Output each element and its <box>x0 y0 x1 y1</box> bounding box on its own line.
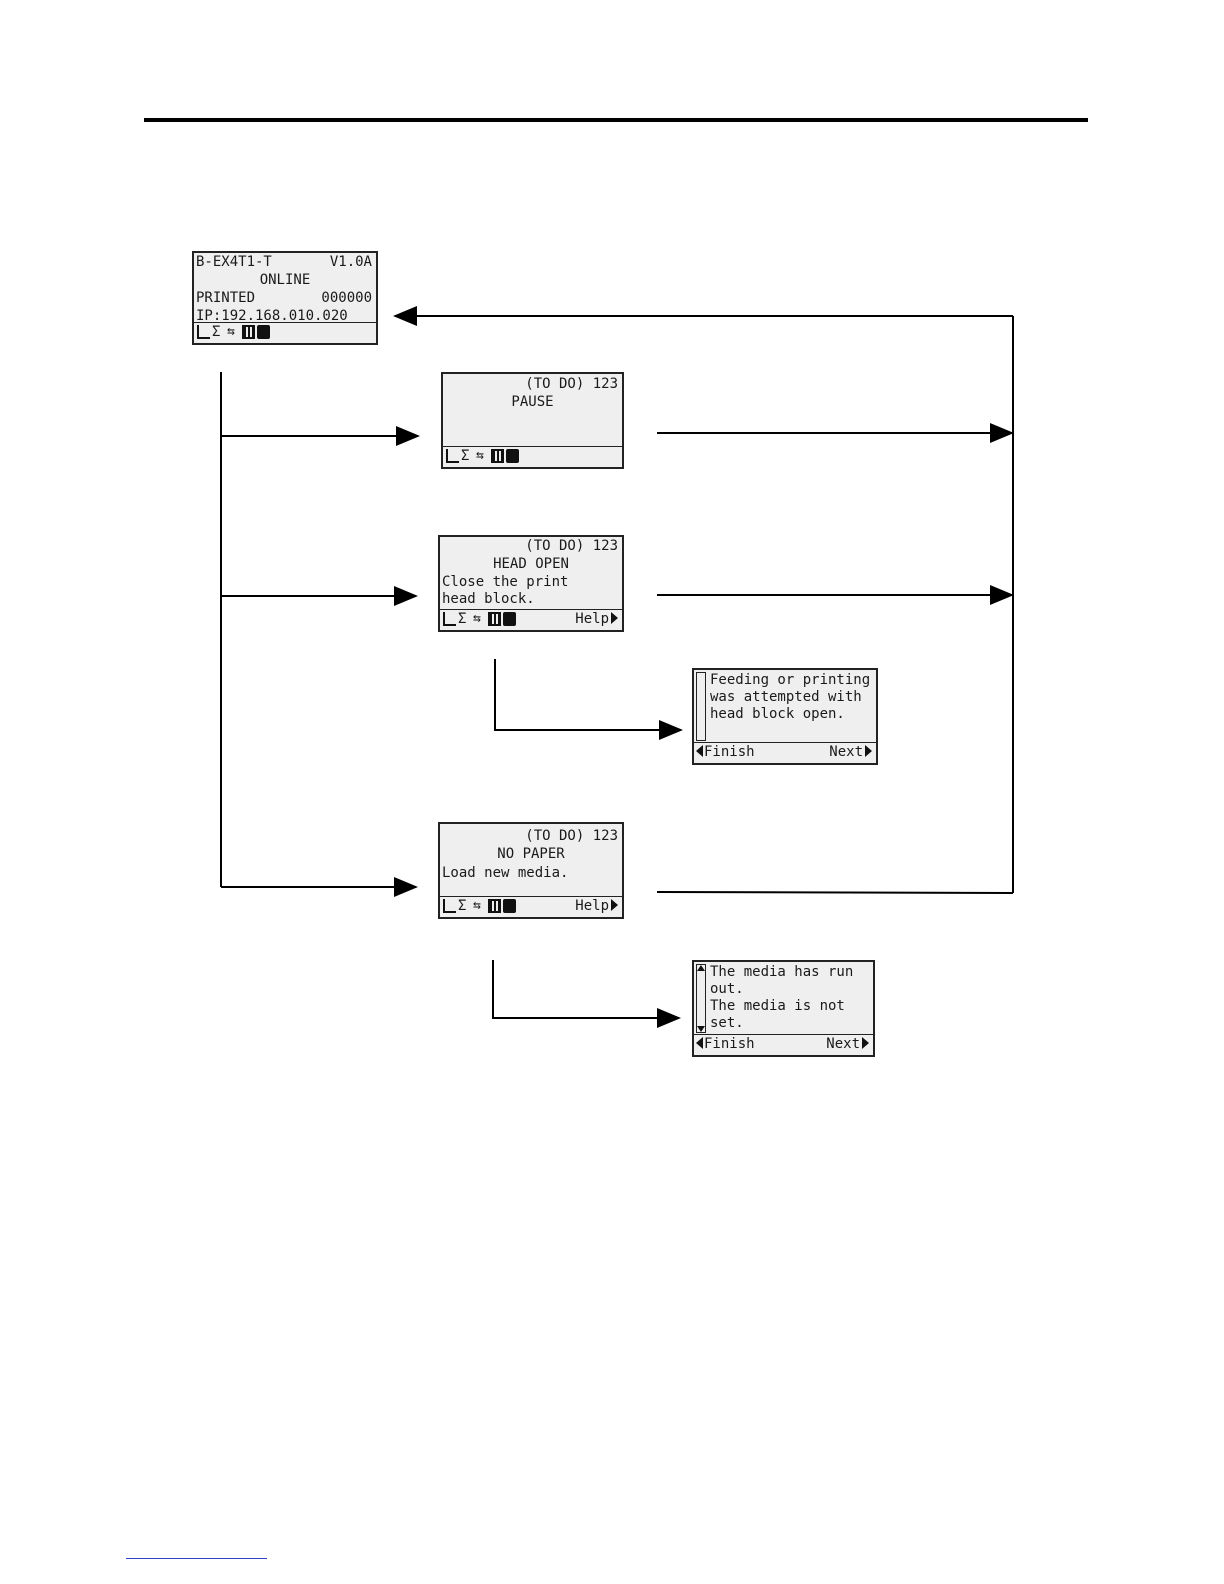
status-text: NO PAPER <box>497 846 565 862</box>
lcd-head-open: (TO DO) 123 HEAD OPEN Close the print he… <box>438 535 624 632</box>
sigma-icon: Σ <box>458 898 467 914</box>
arrow-no-paper-help <box>492 960 681 1028</box>
message-line-2: head block. <box>442 591 535 607</box>
status-bar: Σ ⇆ <box>194 322 376 343</box>
lcd-pause: (TO DO) 123 PAUSE Σ ⇆ <box>441 372 624 469</box>
message-line-1: Close the print <box>442 574 569 590</box>
next-label: Next <box>826 1036 860 1052</box>
arrows-icon: ⇆ <box>227 324 235 339</box>
help-button[interactable]: Help <box>575 898 618 914</box>
lcd-no-paper: (TO DO) 123 NO PAPER Load new media. Σ ⇆… <box>438 822 624 919</box>
finish-button[interactable]: Finish <box>696 1036 755 1052</box>
antenna-icon <box>446 449 459 463</box>
ribbon-icon <box>503 899 516 913</box>
status-bar: Σ ⇆ Help <box>440 609 622 630</box>
lcd-no-paper-help: The media has run out. The media is not … <box>692 960 875 1057</box>
scrollbar[interactable] <box>696 964 706 1033</box>
triangle-left-icon <box>696 1037 703 1049</box>
help-label: Help <box>575 898 609 914</box>
todo-count: (TO DO) 123 <box>525 376 618 392</box>
line-no-paper-return <box>656 891 1014 894</box>
triangle-right-icon <box>611 612 618 624</box>
sigma-icon: Σ <box>212 324 221 340</box>
help-label: Help <box>575 611 609 627</box>
printed-label: PRINTED <box>196 290 256 306</box>
message-line-1: Load new media. <box>442 865 569 881</box>
label-icon <box>491 449 504 463</box>
nav-bar: Finish Next <box>694 742 876 763</box>
ribbon-icon <box>506 449 519 463</box>
scroll-down-icon[interactable] <box>697 1026 705 1032</box>
finish-label: Finish <box>704 1036 755 1052</box>
todo-count: (TO DO) 123 <box>525 828 618 844</box>
antenna-icon <box>443 612 456 626</box>
printed-count: 000000 <box>321 290 372 306</box>
label-icon <box>488 899 501 913</box>
firmware-version: V1.0A <box>329 254 372 270</box>
label-icon <box>242 325 255 339</box>
status-bar: Σ ⇆ Help <box>440 896 622 917</box>
scroll-up-icon[interactable] <box>697 965 705 971</box>
triangle-left-icon <box>696 745 703 757</box>
next-label: Next <box>829 744 863 760</box>
arrows-icon: ⇆ <box>473 611 481 626</box>
next-button[interactable]: Next <box>829 744 872 760</box>
sigma-icon: Σ <box>461 448 470 464</box>
finish-label: Finish <box>704 744 755 760</box>
next-button[interactable]: Next <box>826 1036 869 1052</box>
status-bar: Σ ⇆ <box>443 446 622 467</box>
help-text: The media has run out. The media is not … <box>710 964 854 1031</box>
top-rule <box>144 118 1088 122</box>
status-text: ONLINE <box>259 272 311 288</box>
arrows-icon: ⇆ <box>476 448 484 463</box>
arrows-icon: ⇆ <box>473 898 481 913</box>
status-text: HEAD OPEN <box>493 556 569 572</box>
arrow-head-open-help <box>494 659 683 740</box>
help-button[interactable]: Help <box>575 611 618 627</box>
scrollbar[interactable] <box>696 672 706 741</box>
model-name: B-EX4T1-T <box>196 254 272 270</box>
antenna-icon <box>443 899 456 913</box>
triangle-right-icon <box>862 1037 869 1049</box>
triangle-right-icon <box>865 745 872 757</box>
nav-bar: Finish Next <box>694 1034 873 1055</box>
antenna-icon <box>197 325 210 339</box>
status-text: PAUSE <box>511 394 554 410</box>
todo-count: (TO DO) 123 <box>525 538 618 554</box>
label-icon <box>488 612 501 626</box>
help-text: Feeding or printing was attempted with h… <box>710 672 871 722</box>
sigma-icon: Σ <box>458 611 467 627</box>
footer-link-underline <box>126 1558 267 1559</box>
lcd-online: B-EX4T1-T V1.0A ONLINE PRINTED 000000 IP… <box>192 251 378 345</box>
finish-button[interactable]: Finish <box>696 744 755 760</box>
ip-address: IP:192.168.010.020 <box>196 308 348 324</box>
lcd-head-open-help: Feeding or printing was attempted with h… <box>692 668 878 765</box>
ribbon-icon <box>503 612 516 626</box>
triangle-right-icon <box>611 899 618 911</box>
ribbon-icon <box>257 325 270 339</box>
